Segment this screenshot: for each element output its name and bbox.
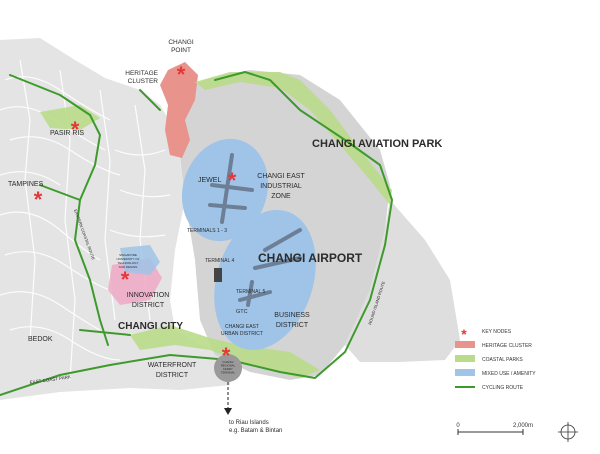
asterisk-icon: * xyxy=(34,187,43,212)
label-pasir-ris: PASIR RIS xyxy=(50,130,84,137)
legend-swatch-park xyxy=(455,355,475,362)
heritage-cluster-zone xyxy=(160,62,198,158)
urban-blocks xyxy=(0,59,171,381)
label-changi-airport: CHANGI AIRPORT xyxy=(258,251,363,265)
reclaimed-land xyxy=(345,200,460,362)
label-changi-aviation-park: CHANGI AVIATION PARK xyxy=(312,138,442,150)
label-terminal-5: TERMINAL 5 xyxy=(236,289,265,295)
asterisk-icon: * xyxy=(177,62,186,87)
label-changi-city: CHANGI CITY xyxy=(118,321,183,332)
innovation-blue-zone xyxy=(120,245,160,275)
legend-swatch-mixed xyxy=(455,369,475,376)
asterisk-icon: * xyxy=(222,343,231,368)
ferry-arrow-icon xyxy=(224,408,232,415)
scale-zero: 0 xyxy=(456,423,460,429)
legend: * KEY NODES HERITAGE CLUSTER COASTAL PAR… xyxy=(455,326,536,391)
coastal-park-north xyxy=(195,72,392,205)
scale-bar: 0 2,000m xyxy=(456,423,533,435)
asterisk-icon: * xyxy=(228,168,237,193)
terminal-shapes xyxy=(208,153,302,307)
label-terminal-4: TERMINAL 4 xyxy=(205,258,234,264)
scale-distance: 2,000m xyxy=(513,423,533,429)
label-terminals-1-3: TERMINALS 1 - 3 xyxy=(187,228,227,234)
legend-swatch-heritage xyxy=(455,341,475,348)
label-bedok: BEDOK xyxy=(28,336,53,343)
ferry-terminal-marker xyxy=(214,354,242,382)
label-gtc: GTC xyxy=(236,309,248,315)
asterisk-icon: * xyxy=(71,117,80,142)
label-jewel: JEWEL xyxy=(198,177,221,184)
coastal-park-south xyxy=(130,325,320,378)
changi-airport-zone xyxy=(214,209,316,351)
label-tampines: TAMPINES xyxy=(8,181,44,188)
terminal-4-block xyxy=(214,268,222,282)
cycling-route xyxy=(0,71,393,396)
legend-label-park: COASTAL PARKS xyxy=(482,357,523,363)
asterisk-icon: * xyxy=(121,267,130,292)
legend-key-node-icon: * xyxy=(461,326,467,342)
compass-icon xyxy=(558,422,578,442)
legend-label-key-nodes: KEY NODES xyxy=(482,329,512,335)
legend-label-mixed: MIXED USE / AMENITY xyxy=(482,371,536,377)
label-east-coast-park: EAST COAST PARK xyxy=(29,374,71,385)
legend-label-heritage: HERITAGE CLUSTER xyxy=(482,343,532,349)
legend-label-route: CYCLING ROUTE xyxy=(482,385,524,391)
key-nodes: * * * * * * xyxy=(34,62,237,368)
